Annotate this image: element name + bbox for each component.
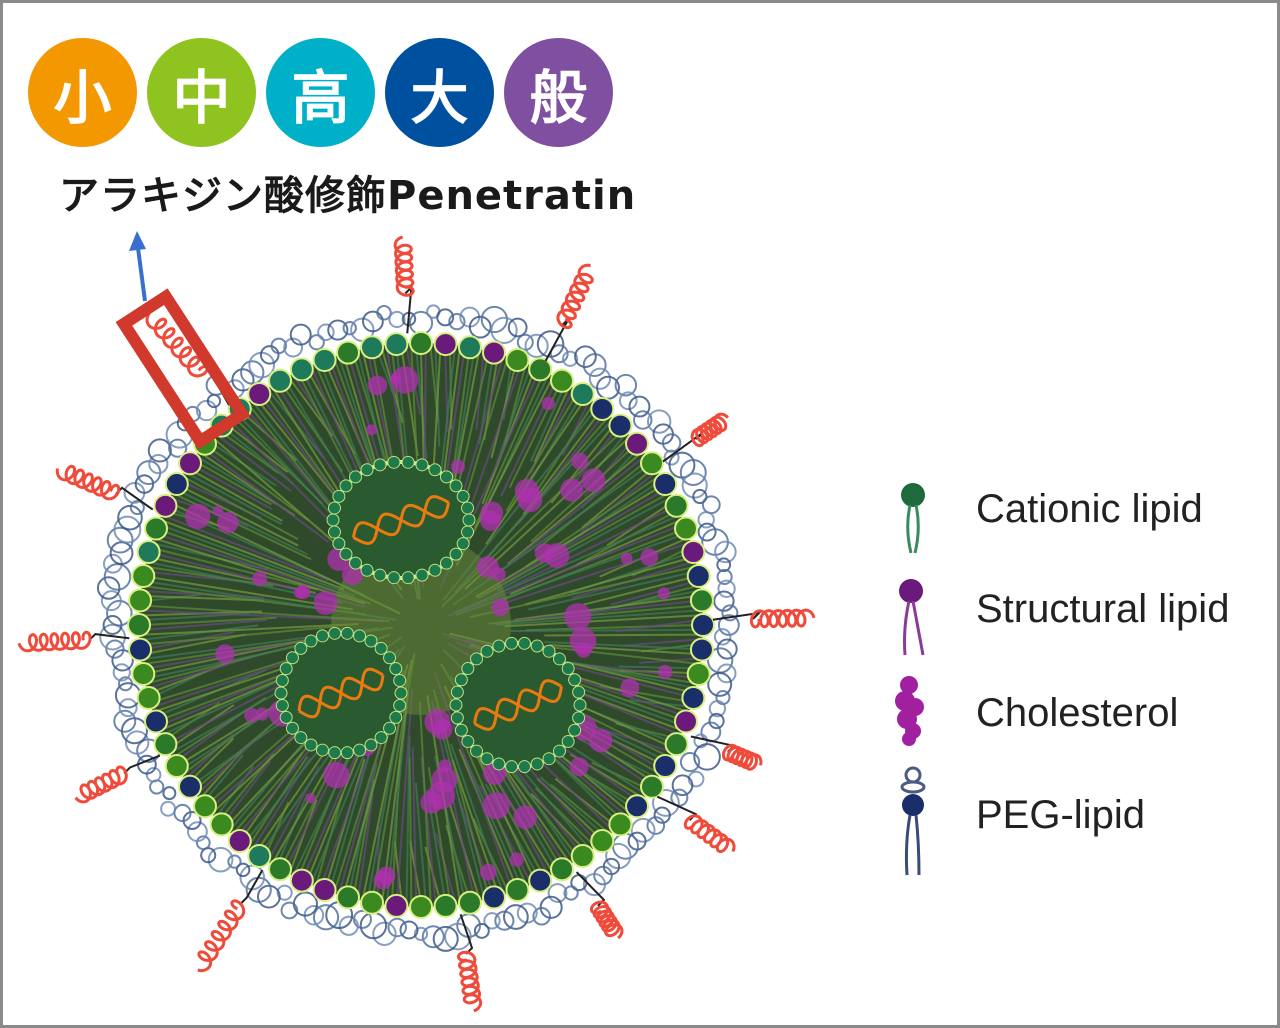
legend-label: Structural lipid (976, 587, 1230, 631)
legend-item-structural-lipid: Structural lipid (883, 573, 1263, 663)
peptide-helix (197, 899, 246, 973)
mrna-strand (473, 686, 563, 724)
figure-title: アラキジン酸修飾Penetratin (59, 173, 637, 219)
mrna-vesicle (449, 636, 587, 774)
peptide-helix (55, 464, 121, 501)
mrna-strand (351, 502, 451, 538)
audience-badges: 小 中 高 大 般 (28, 38, 613, 147)
legend-label: Cationic lipid (976, 487, 1203, 531)
badge-university: 大 (385, 38, 494, 147)
badge-high-school: 高 (266, 38, 375, 147)
legend-label: PEG-lipid (976, 793, 1145, 837)
cationic-lipid-icon (901, 483, 925, 554)
peptide-helix (393, 235, 415, 297)
lipid-nanoparticle-diagram (17, 231, 816, 1013)
badge-junior-high: 中 (147, 38, 256, 147)
highlight-box (115, 288, 251, 450)
peptide-helix (17, 630, 92, 653)
badge-general: 般 (504, 38, 613, 147)
peptide-helix (145, 312, 209, 378)
legend-item-peg-lipid: PEG-lipid (883, 763, 1263, 876)
mrna-strand (297, 674, 385, 712)
legend-label: Cholesterol (976, 691, 1179, 735)
peptide-helix (74, 765, 128, 804)
linker (575, 871, 606, 907)
peptide-helix (721, 743, 763, 771)
linker (239, 869, 264, 905)
peptide-helix (456, 950, 483, 1013)
cholesterol-icon (895, 676, 924, 746)
badge-elementary: 小 (28, 38, 137, 147)
peptide-helix (683, 814, 736, 854)
linker (712, 611, 762, 621)
structural-lipid-icon (899, 579, 925, 656)
arrow-shaft (136, 247, 147, 302)
peptide-helix (749, 608, 816, 629)
peptide-helix (556, 263, 594, 330)
mrna-vesicle (326, 455, 476, 585)
mrna-vesicle (274, 626, 408, 760)
lipid-head-ring (127, 331, 715, 919)
legend-item-cholesterol: Cholesterol (883, 673, 1263, 763)
peptide-helix (589, 900, 624, 940)
peptide-helix (690, 412, 730, 448)
peg-corona (96, 304, 740, 952)
peg-lipid-icon (900, 766, 926, 876)
legend-item-cationic-lipid: Cationic lipid (883, 473, 1263, 563)
linker (88, 633, 130, 641)
arrow-up-icon (129, 231, 146, 251)
